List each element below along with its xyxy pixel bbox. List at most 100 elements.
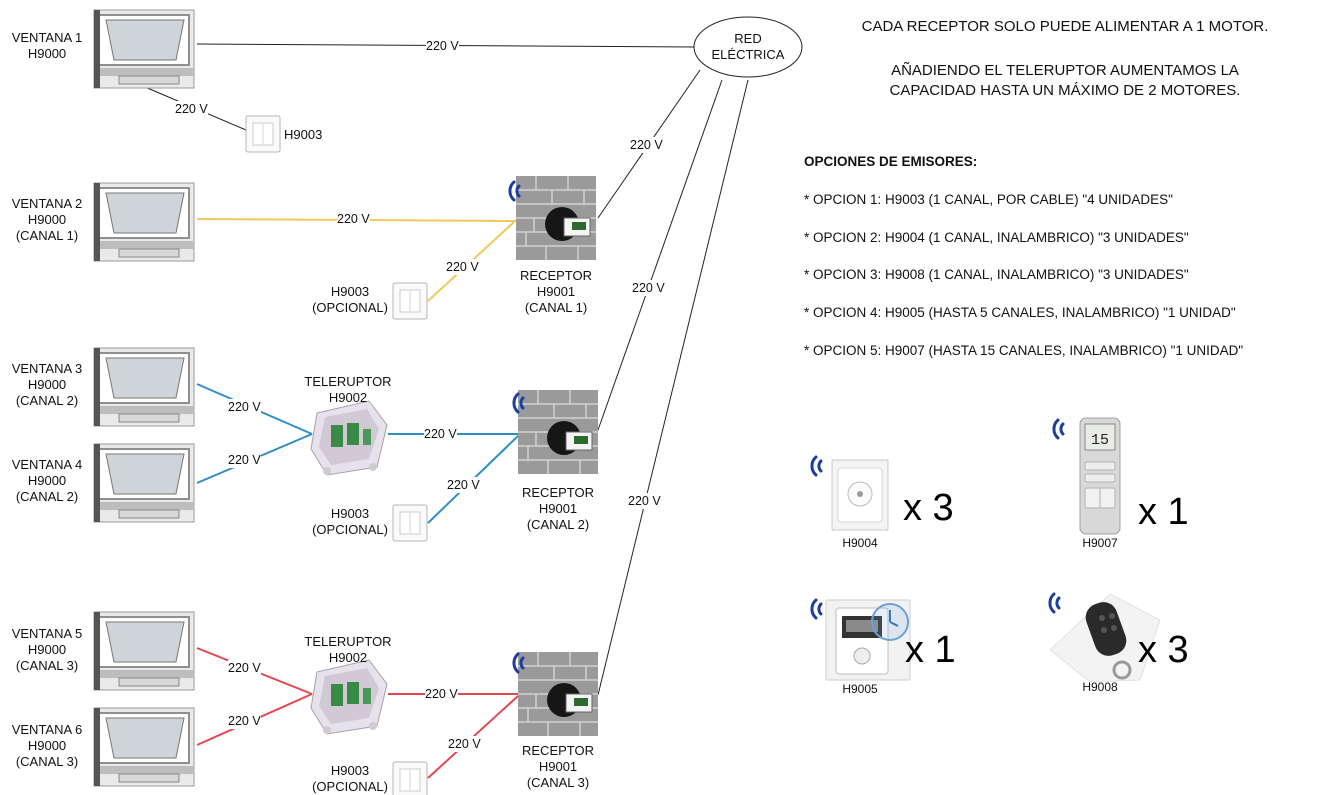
window-2-label: VENTANA 2 H9000 (CANAL 1) [4, 196, 90, 244]
switch-4-label: H9003 (OPCIONAL) [306, 763, 394, 795]
h9005-timer-remote-icon [825, 599, 911, 681]
wire-network-receiver3 [597, 79, 749, 696]
switch-4-note: (OPCIONAL) [312, 779, 388, 794]
emitter-option-2: * OPCION 2: H9004 (1 CANAL, INALAMBRICO)… [804, 230, 1189, 245]
h9007-quantity: x 1 [1138, 491, 1189, 533]
window-5-image [93, 611, 195, 691]
teleruptor-2-image [310, 659, 388, 735]
receiver-1-channel: (CANAL 1) [524, 300, 588, 315]
h9007-wifi-icon [1052, 418, 1072, 440]
window-2-channel: (CANAL 1) [15, 228, 79, 243]
receiver-2-name: RECEPTOR [522, 485, 594, 500]
note-teleruptor-line1: AÑADIENDO EL TELERUPTOR AUMENTAMOS LA [891, 62, 1239, 79]
receiver-2-channel: (CANAL 2) [526, 517, 590, 532]
window-4-name: VENTANA 4 [11, 457, 83, 472]
receiver-2-label: RECEPTOR H9001 (CANAL 2) [508, 485, 608, 533]
voltage-label: 220 V [448, 736, 481, 752]
h9008-keyfob-remote-icon [1049, 593, 1161, 683]
switch-4-image [392, 761, 428, 795]
emitter-option-5: * OPCION 5: H9007 (HASTA 15 CANALES, INA… [804, 343, 1244, 358]
emitter-option-3: * OPCION 3: H9008 (1 CANAL, INALAMBRICO)… [804, 267, 1189, 282]
receiver-1-model: H9001 [536, 284, 576, 299]
wire-network-receiver2 [597, 79, 723, 431]
window-6-channel: (CANAL 3) [15, 754, 79, 769]
window-3-label: VENTANA 3 H9000 (CANAL 2) [4, 361, 90, 409]
window-2-model: H9000 [27, 212, 67, 227]
switch-2-label: H9003 (OPCIONAL) [306, 284, 394, 316]
network-node [693, 16, 803, 78]
switch-3-model: H9003 [330, 506, 370, 521]
h9008-label: H9008 [1082, 680, 1118, 694]
switch-3-image [392, 504, 428, 542]
note-teleruptor-line2: CAPACIDAD HASTA UN MÁXIMO DE 2 MOTORES. [889, 82, 1241, 99]
voltage-label: 220 V [228, 660, 261, 676]
voltage-label: 220 V [632, 280, 665, 296]
network-label-line1: RED [734, 31, 762, 46]
voltage-label: 220 V [630, 137, 663, 153]
h9005-wifi-icon [810, 598, 830, 620]
h9008-wifi-icon [1048, 592, 1068, 614]
window-3-model: H9000 [27, 377, 67, 392]
h9004-wifi-icon [810, 455, 830, 477]
note-receiver-limit: CADA RECEPTOR SOLO PUEDE ALIMENTAR A 1 M… [861, 18, 1269, 35]
window-2-image [93, 182, 195, 262]
window-5-label: VENTANA 5 H9000 (CANAL 3) [4, 626, 90, 674]
h9007-label: H9007 [1082, 536, 1118, 550]
voltage-label: 220 V [628, 493, 661, 509]
receiver-1-name: RECEPTOR [520, 268, 592, 283]
emitters-heading: OPCIONES DE EMISORES: [804, 154, 978, 169]
emitter-option-4: * OPCION 4: H9005 (HASTA 5 CANALES, INAL… [804, 305, 1236, 320]
voltage-label: 220 V [446, 259, 479, 275]
window-2-name: VENTANA 2 [11, 196, 83, 211]
receiver-3-name: RECEPTOR [522, 743, 594, 758]
switch-1-image [245, 115, 281, 153]
h9007-display: 15 [1091, 432, 1109, 449]
voltage-label: 220 V [228, 399, 261, 415]
switch-3-note: (OPCIONAL) [312, 522, 388, 537]
network-label-line2: ELÉCTRICA [711, 47, 785, 62]
window-4-model: H9000 [27, 473, 67, 488]
switch-1-label: H9003 [284, 127, 323, 142]
window-5-model: H9000 [27, 642, 67, 657]
teleruptor-2-label: TELERUPTOR H9002 [298, 634, 398, 666]
window-1-label: VENTANA 1 H9000 [4, 30, 90, 62]
receiver-3-image [517, 651, 599, 737]
window-6-name: VENTANA 6 [11, 722, 83, 737]
h9005-quantity: x 1 [905, 629, 956, 671]
window-3-channel: (CANAL 2) [15, 393, 79, 408]
window-1-image [93, 9, 195, 89]
note-teleruptor: AÑADIENDO EL TELERUPTOR AUMENTAMOS LA CA… [820, 61, 1310, 101]
teleruptor-1-name: TELERUPTOR [304, 374, 392, 389]
receiver-3-label: RECEPTOR H9001 (CANAL 3) [508, 743, 608, 791]
voltage-label: 220 V [228, 713, 261, 729]
window-3-name: VENTANA 3 [11, 361, 83, 376]
receiver-2-model: H9001 [538, 501, 578, 516]
voltage-label: 220 V [175, 101, 208, 117]
voltage-label: 220 V [228, 452, 261, 468]
window-3-image [93, 347, 195, 427]
h9004-quantity: x 3 [903, 487, 954, 529]
voltage-label: 220 V [424, 426, 457, 442]
window-1-name: VENTANA 1 [11, 30, 83, 45]
h9007-handheld-remote-icon [1079, 417, 1121, 535]
network-label: RED ELÉCTRICA [708, 31, 788, 63]
switch-2-note: (OPCIONAL) [312, 300, 388, 315]
window-4-image [93, 443, 195, 523]
window-1-model: H9000 [27, 46, 67, 61]
window-6-image [93, 707, 195, 787]
voltage-label: 220 V [426, 38, 459, 54]
switch-2-image [392, 282, 428, 320]
window-6-label: VENTANA 6 H9000 (CANAL 3) [4, 722, 90, 770]
receiver-3-model: H9001 [538, 759, 578, 774]
switch-2-model: H9003 [330, 284, 370, 299]
receiver-3-channel: (CANAL 3) [526, 775, 590, 790]
voltage-label: 220 V [425, 686, 458, 702]
teleruptor-2-name: TELERUPTOR [304, 634, 392, 649]
emitter-option-1: * OPCION 1: H9003 (1 CANAL, POR CABLE) "… [804, 192, 1173, 207]
window-5-name: VENTANA 5 [11, 626, 83, 641]
receiver-1-image [515, 175, 597, 261]
receiver-1-label: RECEPTOR H9001 (CANAL 1) [506, 268, 606, 316]
switch-4-model: H9003 [330, 763, 370, 778]
window-4-label: VENTANA 4 H9000 (CANAL 2) [4, 457, 90, 505]
